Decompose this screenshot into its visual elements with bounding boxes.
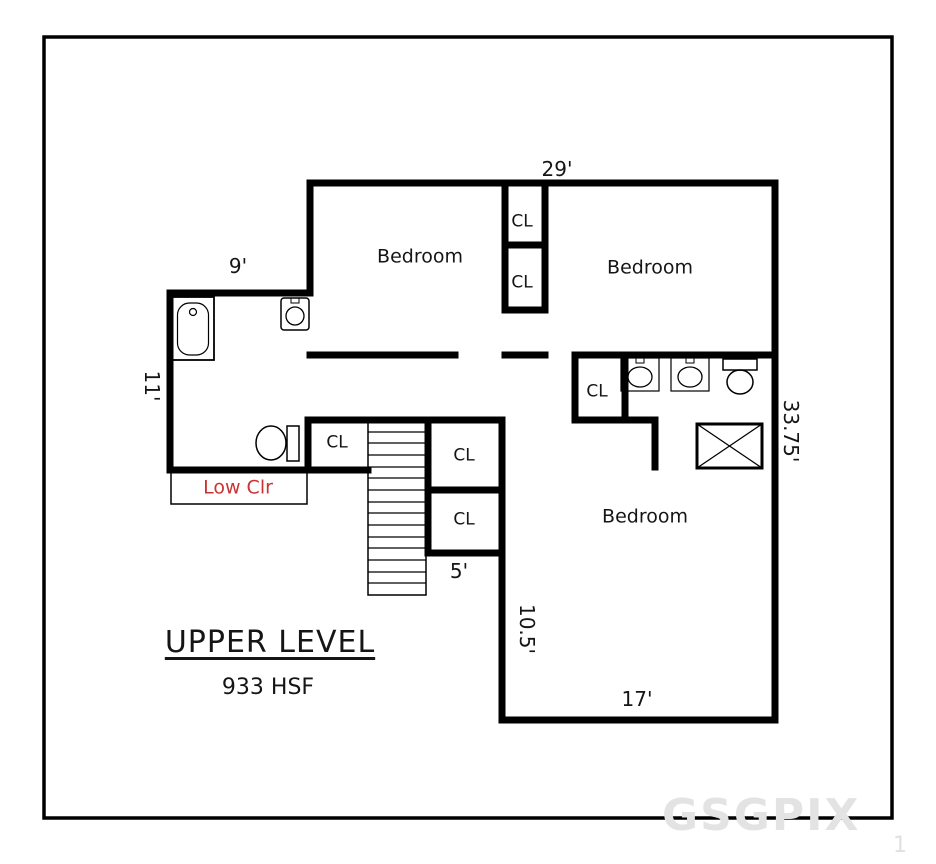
- room-label-bedroom-bottom: Bedroom: [602, 505, 688, 528]
- page-border: [42, 35, 894, 820]
- watermark: GSGPIX: [662, 790, 861, 841]
- closet-label-top-lower: CL: [511, 272, 533, 293]
- walls: [166, 179, 779, 724]
- toilet-left: [255, 425, 300, 462]
- dimension-bottom-width: 17': [621, 687, 653, 711]
- room-label-bedroom-top-right: Bedroom: [607, 256, 693, 279]
- closet-label-mid-lower: CL: [453, 509, 475, 530]
- bathtub: [171, 296, 215, 361]
- plan-title: UPPER LEVEL: [164, 625, 376, 660]
- closet-label-top-upper: CL: [511, 211, 533, 232]
- closet-label-bath: CL: [586, 381, 608, 402]
- room-label-low-clearance: Low Clr: [203, 476, 273, 499]
- dimension-stair-width: 5': [449, 559, 469, 583]
- toilet-right: [722, 358, 758, 395]
- dimension-bath-width: 9': [228, 254, 248, 278]
- dimension-top-width: 29': [541, 157, 573, 181]
- low-clearance-box: [170, 471, 308, 505]
- dimension-right-height: 33.75': [779, 399, 803, 463]
- dimension-stairwell-height: 10.5': [515, 603, 539, 655]
- closet-label-hall-small: CL: [326, 432, 348, 453]
- shower: [695, 422, 764, 470]
- stair-treads: [368, 431, 426, 584]
- room-label-bedroom-top-left: Bedroom: [377, 245, 463, 268]
- vanity-sink-2: [670, 357, 710, 392]
- vanity-sink-1: [620, 357, 660, 392]
- watermark-corner: 1: [893, 833, 907, 858]
- sink-upper-left: [280, 297, 310, 331]
- closet-label-mid-upper: CL: [453, 445, 475, 466]
- dimension-bath-height: 11': [140, 370, 164, 402]
- staircase: [367, 419, 427, 596]
- plan-area: 933 HSF: [221, 675, 315, 700]
